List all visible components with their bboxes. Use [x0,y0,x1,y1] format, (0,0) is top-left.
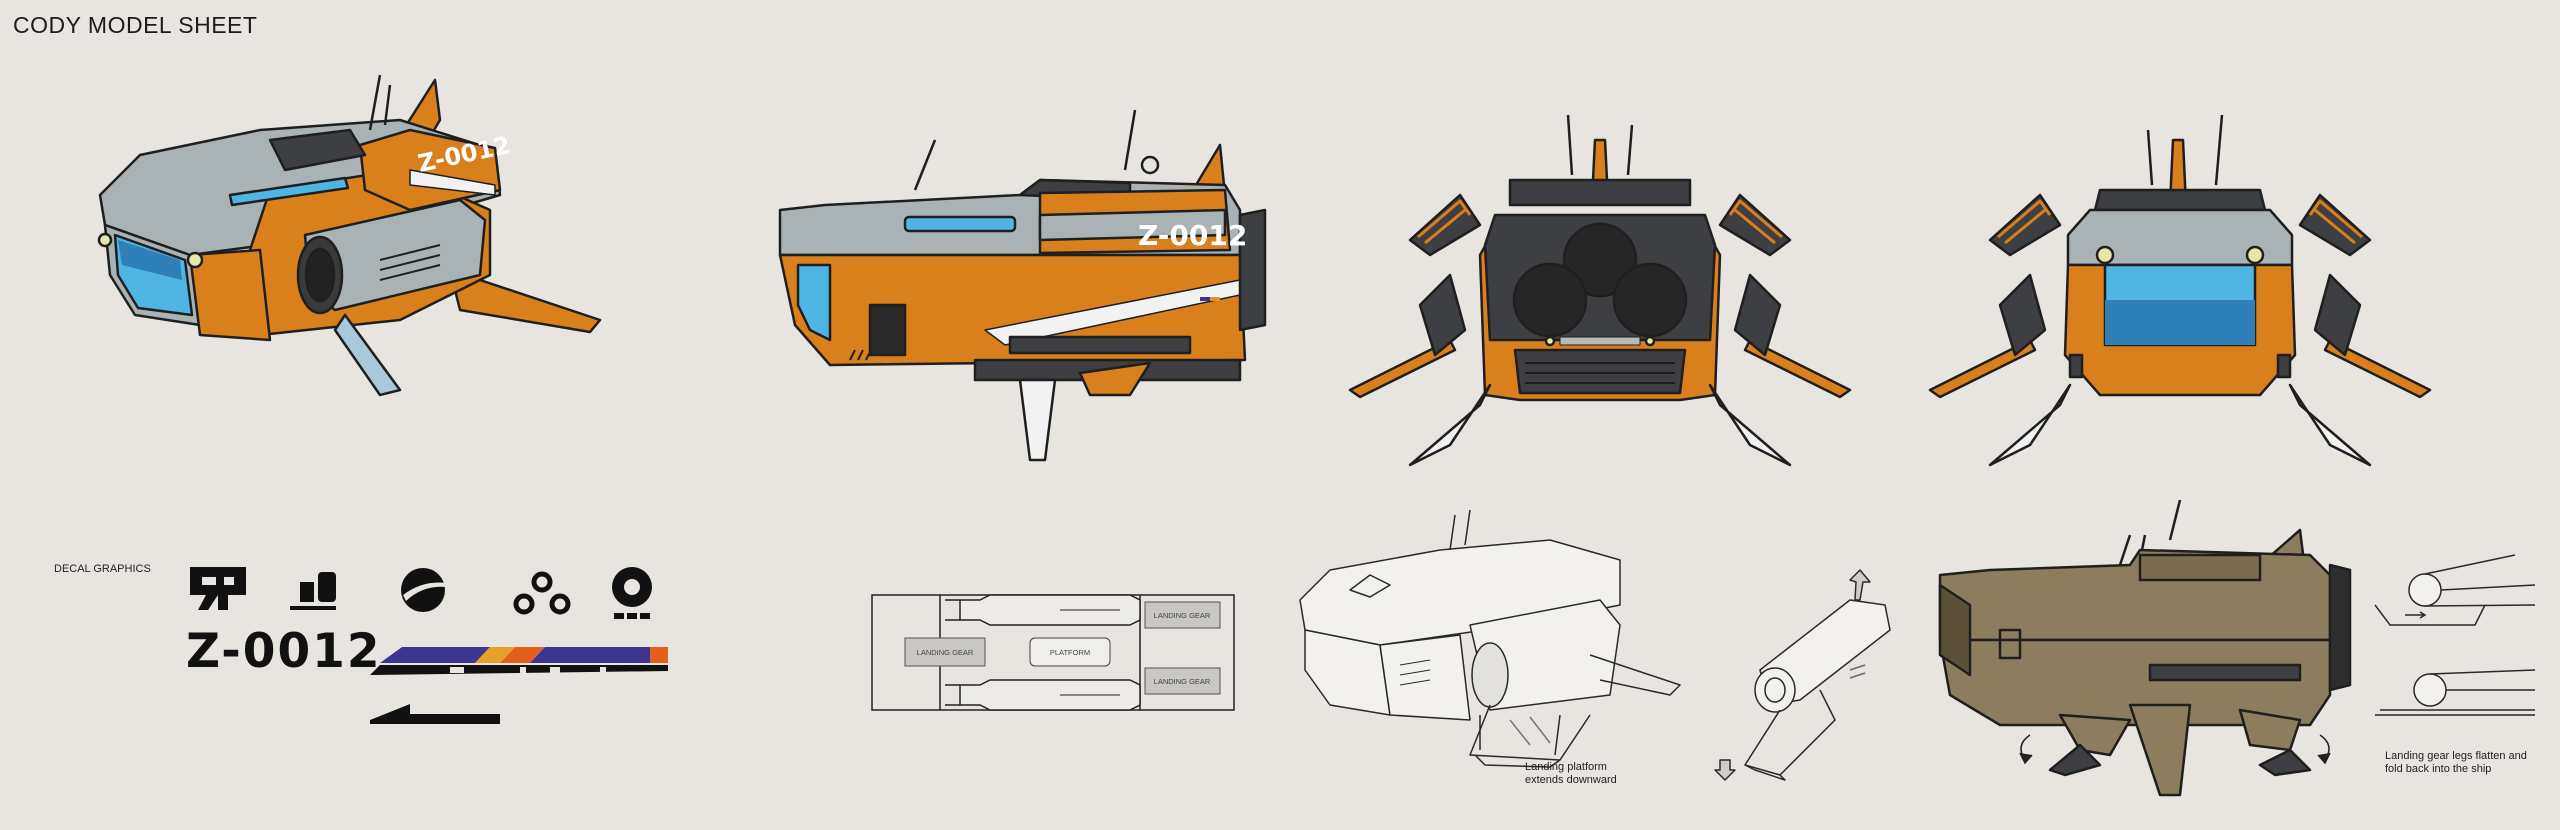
ship-side-view: Z-0012 [778,109,1267,462]
decal-ring-icon [612,567,652,619]
ship-front-view [1928,114,2432,467]
decal-arrow-icon [370,704,500,724]
ship-rear-view [1348,114,1852,467]
note-platform-extends: Landing platform extends downward [1525,761,1617,786]
note-landing-gear-fold: Landing gear legs flatten and fold back … [2385,750,2527,775]
decal-mark-a-icon [190,567,246,610]
ship-registration-side: Z-0012 [1138,219,1247,252]
decal-section-title: DECAL GRAPHICS [54,563,151,575]
decal-three-dots-icon [513,571,571,615]
sketch-landing-gear-mechanism [1714,569,1891,781]
plan-label-platform: PLATFORM [1050,648,1090,657]
landing-platform-plan: LANDING GEAR PLATFORM LANDING GEAR LANDI… [871,594,1235,711]
decal-mark-b-icon [290,572,336,610]
decal-stripe-icon [370,647,668,675]
decal-swoosh-icon [401,568,446,612]
decal-registration: Z-0012 [186,624,382,679]
sketch-platform-extended [1299,509,1681,768]
sketch-leg-fold-diagram [2374,554,2536,716]
plan-label-landing-gear-top: LANDING GEAR [1154,611,1211,620]
ship-perspective-view: Z-0012 [97,74,602,397]
side-stripe-decal [1200,297,1220,301]
sheet-title: CODY MODEL SHEET [13,12,258,38]
plan-label-landing-gear-left: LANDING GEAR [917,648,974,657]
plan-label-landing-gear-bottom: LANDING GEAR [1154,677,1211,686]
ship-toned-side-view [1938,499,2352,797]
